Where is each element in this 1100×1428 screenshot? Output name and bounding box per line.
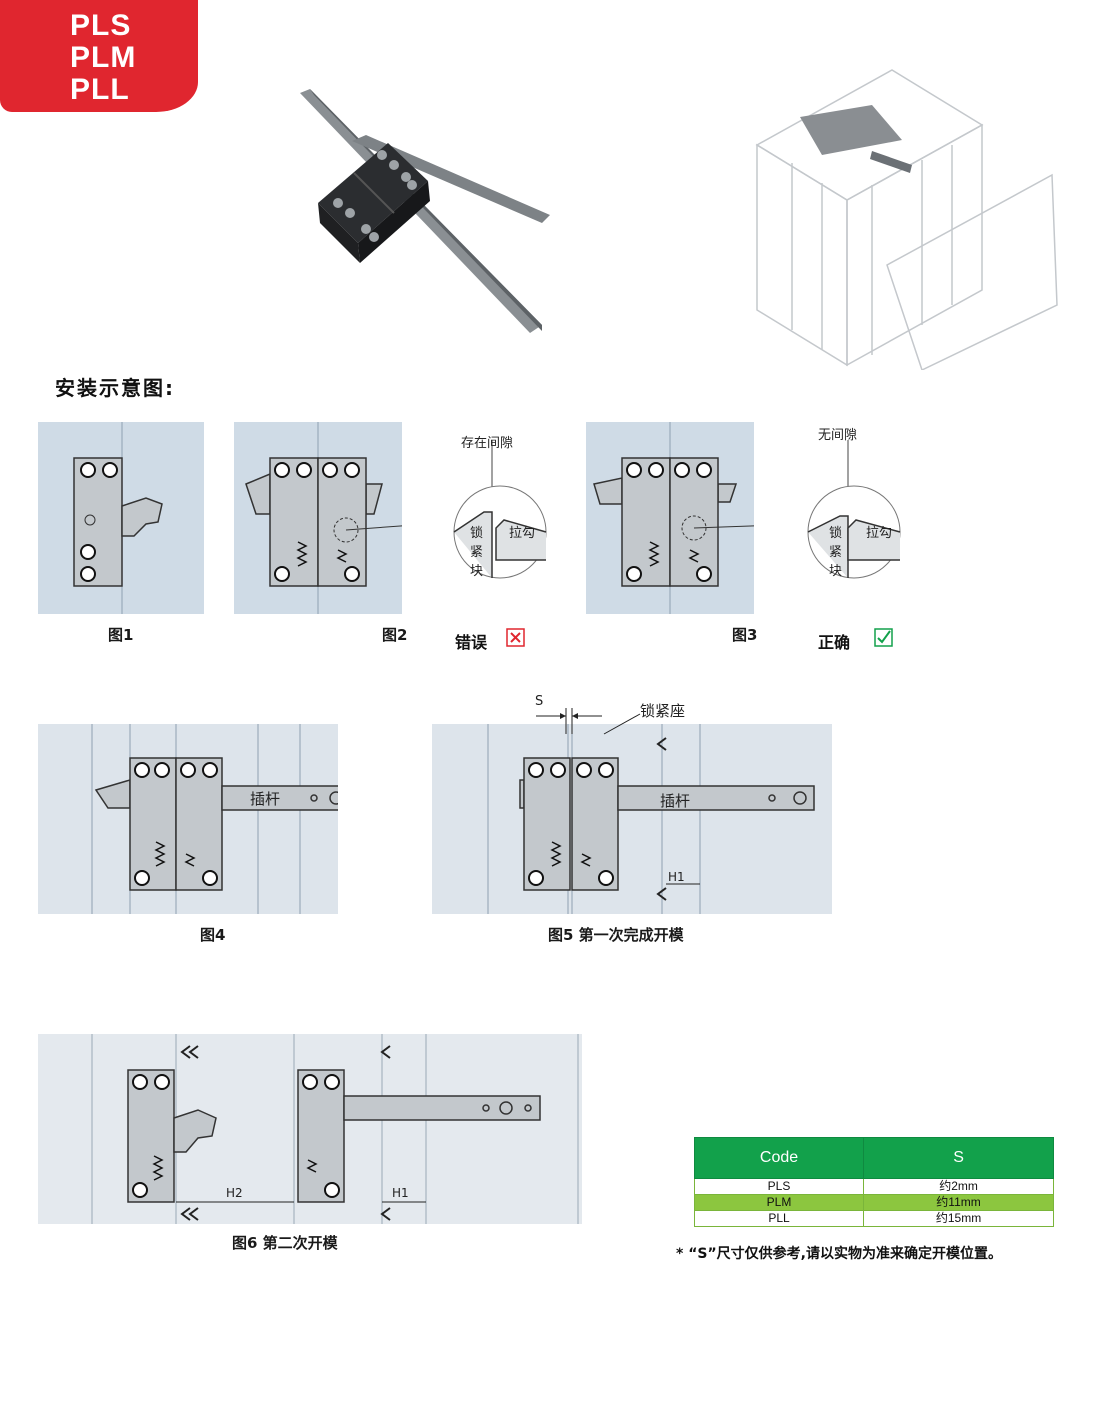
header-code: Code — [693, 1137, 865, 1179]
s-dimension-marker — [536, 708, 602, 734]
lock-block-label-1: 锁 — [470, 526, 484, 541]
cell-s: 约2mm — [863, 1178, 1054, 1195]
wrong-x-icon — [506, 628, 525, 647]
table-row: PLM 约11mm — [693, 1194, 1054, 1211]
product-code-pls: PLS — [70, 9, 132, 42]
wrong-verdict: 错误 — [455, 633, 488, 652]
gap-present-callout: 存在间隙 — [461, 436, 514, 451]
lock-seat-leader — [603, 713, 641, 735]
lock-block-label-2: 紧 — [470, 545, 484, 560]
figure-3-label: 图3 — [732, 626, 758, 644]
header-s: S — [863, 1137, 1054, 1179]
figure-2-detail-circle — [453, 440, 547, 579]
section-title: 安装示意图: — [55, 376, 175, 400]
hook-outline — [121, 497, 163, 537]
table-row: PLL 约15mm — [693, 1210, 1054, 1227]
figure-4-diagram — [38, 724, 338, 914]
insert-rod-shape — [221, 785, 338, 811]
cell-s: 约11mm — [863, 1194, 1054, 1211]
insert-rod-label-fig4: 插杆 — [250, 790, 281, 808]
lock-block-label-5: 紧 — [829, 545, 843, 560]
figure-6-label: 图6 第二次开模 — [232, 1234, 338, 1252]
size-table: Code S PLS 约2mm PLM 约11mm PLL 约15mm — [693, 1137, 1054, 1227]
long-bar — [300, 89, 542, 333]
figure-5-label: 图5 第一次完成开模 — [548, 926, 684, 944]
table-header-row: Code S — [693, 1137, 1054, 1179]
right-verdict: 正确 — [818, 633, 851, 652]
figure-3-diagram — [586, 422, 754, 614]
figure-6-diagram — [38, 1034, 582, 1224]
lock-block-label-6: 块 — [829, 564, 843, 579]
h1-dimension-label-fig5: H1 — [668, 870, 685, 884]
product-code-pll: PLL — [70, 73, 130, 106]
table-row: PLS 约2mm — [693, 1178, 1054, 1195]
size-note: * “S”尺寸仅供参考,请以实物为准来确定开模位置。 — [676, 1246, 1002, 1262]
h1-dimension-label-fig6: H1 — [392, 1186, 409, 1200]
product-code-tab: PLS PLM PLL — [0, 0, 198, 112]
figure-1-label: 图1 — [108, 626, 134, 644]
figure-4-label: 图4 — [200, 926, 226, 944]
cell-code: PLM — [693, 1194, 865, 1211]
cell-code: PLS — [693, 1178, 865, 1195]
figure-2-diagram — [234, 422, 402, 614]
latch-on-mold — [800, 105, 902, 155]
hook-callout-fig2: 拉勾 — [509, 526, 536, 541]
figure-1-diagram — [38, 422, 204, 614]
product-code-plm: PLM — [70, 41, 137, 74]
hook-callout-fig3: 拉勾 — [866, 526, 893, 541]
cell-s: 约15mm — [863, 1210, 1054, 1227]
insert-rod-label-fig5: 插杆 — [660, 792, 691, 810]
no-gap-callout: 无间隙 — [818, 428, 858, 443]
lock-block-label-3: 块 — [470, 564, 484, 579]
lock-seat-callout: 锁紧座 — [640, 702, 686, 720]
figure-5-diagram — [432, 724, 832, 914]
cell-code: PLL — [693, 1210, 865, 1227]
h2-dimension-label: H2 — [226, 1186, 243, 1200]
figure-3-detail-circle — [807, 440, 901, 579]
right-check-icon — [874, 628, 893, 647]
lock-block-label-4: 锁 — [829, 526, 843, 541]
s-dimension-label: S — [535, 694, 544, 709]
product-photo — [300, 89, 550, 333]
figure-2-label: 图2 — [382, 626, 408, 644]
mold-assembly-view — [755, 69, 1058, 370]
